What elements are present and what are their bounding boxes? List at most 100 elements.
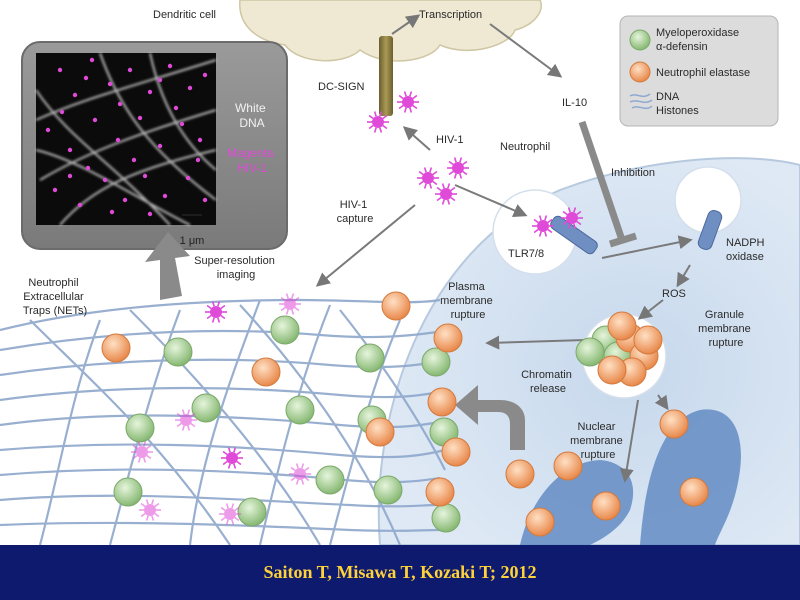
micrograph-virus-dot [167,63,173,69]
label-dc-sign: DC-SIGN [318,81,365,93]
diagram-stage: White DNA Magenta HIV-1 1 μm [0,0,800,545]
label-hiv1-capture: HIV-1 capture [337,199,374,225]
hiv-particles [131,91,583,525]
micrograph-virus-dot [102,177,108,183]
tlr-receptor [550,215,598,255]
label-plasma-rupture: Plasma membrane rupture [440,281,496,321]
label-dendritic-cell: Dendritic cell [153,9,216,21]
il10-inhibition [578,120,638,248]
myeloperoxidase-granule [431,503,461,533]
elastase-granule [633,325,663,355]
arrow-hiv-capture [315,204,416,287]
label-nuclear-rupture: Nuclear membrane rupture [570,421,626,461]
net-fiber [188,299,262,545]
micrograph-virus-dot [89,57,95,63]
micrograph-virus-dot [52,187,58,193]
hiv-particle [532,215,554,237]
legend-dna-label: DNA Histones [656,91,699,117]
label-il10: IL-10 [562,97,587,109]
micrograph-virus-dot [57,67,63,73]
myeloperoxidase-granule [575,337,605,367]
myeloperoxidase-granule [285,395,315,425]
elastase-granule [525,507,555,537]
net-fiber [328,319,402,545]
net-fiber [129,309,321,545]
elastase-granule [659,409,689,439]
micrograph-virus-dot [142,173,148,179]
legend-elastase-label: Neutrophil elastase [656,67,750,79]
arrow-granule-to-plasma [485,335,586,350]
chromatin-release-arrow [455,385,525,450]
label-granule-rupture: Granule membrane rupture [698,309,754,349]
elastase-granule [427,387,457,417]
micrograph-virus-dot [187,85,193,91]
myeloperoxidase-granule [113,477,143,507]
hiv-particle [367,111,389,133]
micrograph-magenta-label: Magenta HIV-1 [227,146,277,175]
micrograph-virus-dot [162,193,168,199]
elastase-granule [381,291,411,321]
scale-bar-label: 1 μm [180,235,205,247]
dendritic-cell [239,0,542,62]
micrograph-virus-dot [117,101,123,107]
legend-dna-swatch [629,93,653,110]
net-fiber [0,328,451,352]
elastase-granule [607,311,637,341]
micrograph-virus-dot [67,173,73,179]
arrow-tlr-to-nadph [601,235,693,259]
micrograph-virus-dot [195,157,201,163]
micrograph-virus-dot [72,92,78,98]
micrograph-virus-dot [137,115,143,121]
elastase-granule [597,355,627,385]
micrograph-virus-dot [83,75,89,81]
elastase-granule [441,437,471,467]
net-fiber [0,443,446,459]
hiv-particle [397,91,419,113]
elastase-granule [553,451,583,481]
dc-sign-receptor [379,36,393,116]
hiv-particle [221,447,243,469]
myeloperoxidase-granule [355,343,385,373]
elastase-granule [365,417,395,447]
trapped-hiv-particle [175,409,197,431]
elastase-granule [433,323,463,353]
elastase-granule [425,477,455,507]
micrograph-virus-dot [109,209,115,215]
arrow-granule-down-1 [619,399,639,483]
elastase-granule [101,333,131,363]
micrograph-virus-dot [122,197,128,203]
micrograph-virus-dot [147,89,153,95]
label-ros: ROS [662,288,686,300]
hiv-particle [417,167,439,189]
micrograph-virus-dot [131,157,137,163]
arrow-granule-down-2 [654,394,669,411]
micrograph-virus-dot [185,175,191,181]
micrograph-virus-dot [107,81,113,87]
arrow-to-il10 [489,23,563,78]
myeloperoxidase-granule [373,475,403,505]
label-chromatin-release: Chromatin release [521,369,575,395]
micrograph-virus-dot [157,143,163,149]
label-tlr: TLR7/8 [508,248,544,260]
label-super-resolution: Super-resolution imaging [194,255,278,281]
micrograph-virus-dot [157,77,163,83]
net-fiber [339,309,446,471]
net-fiber [0,468,441,484]
micrograph-virus-dot [92,117,98,123]
micrograph-virus-dot [197,137,203,143]
trapped-hiv-particle [289,463,311,485]
elastase-granule [505,459,535,489]
arrows [315,14,693,483]
label-transcription: Transcription [419,9,482,21]
myeloperoxidase-granule [421,347,451,377]
net-fiber [0,358,451,377]
net-fiber [0,414,451,429]
micrograph-virus-dot [179,121,185,127]
arrow-hiv-to-tlr [454,184,528,218]
trapped-hiv-particle [139,499,161,521]
myeloperoxidase-granule [125,413,155,443]
citation: Saiton T, Misawa T, Kozaki T; 2012 [263,562,537,582]
micrograph-dna-fibers [35,52,217,226]
trapped-hiv-particle [279,293,301,315]
footer-bar: Saiton T, Misawa T, Kozaki T; 2012 [0,545,800,600]
